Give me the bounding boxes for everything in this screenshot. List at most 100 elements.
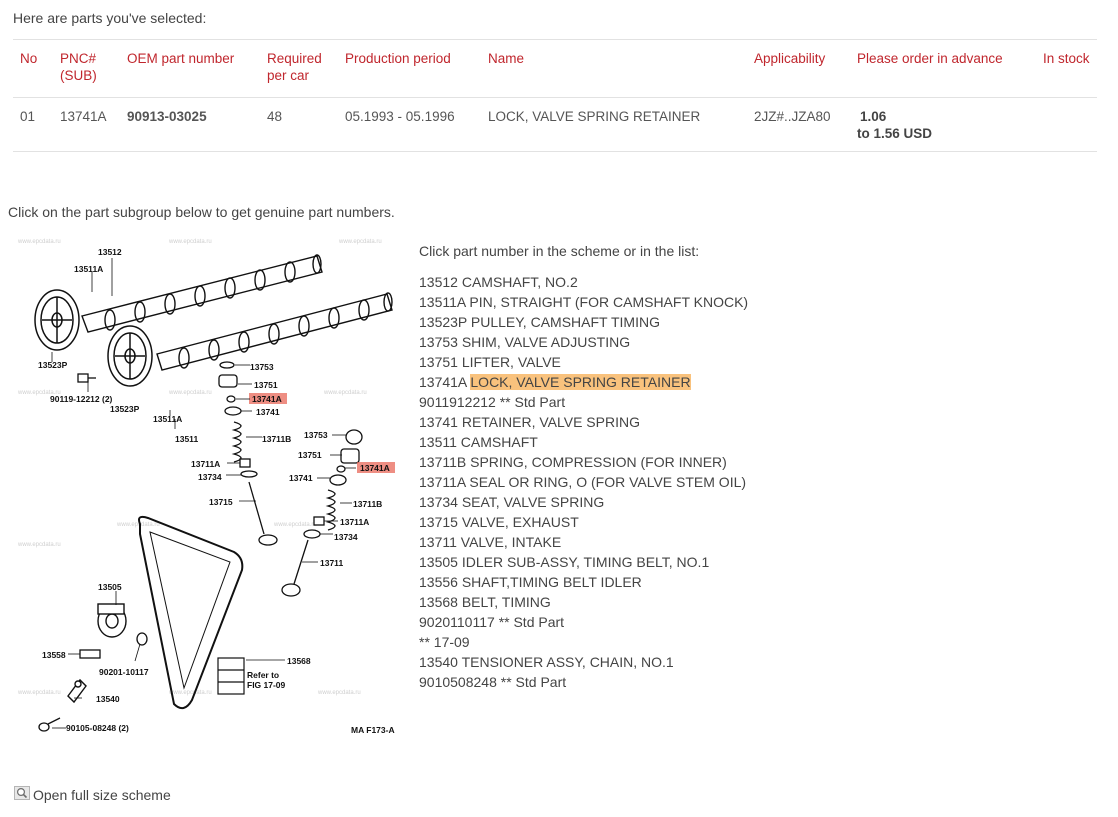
- svg-text:www.epcdata.ru: www.epcdata.ru: [168, 690, 212, 696]
- scheme-highlight-13741A-b: [357, 462, 395, 473]
- list-item[interactable]: 13511 CAMSHAFT: [419, 432, 748, 452]
- cell-in-stock: [1036, 97, 1097, 152]
- tensioner-bolt[interactable]: [38, 717, 61, 732]
- svg-text:13711A: 13711A: [340, 517, 369, 527]
- svg-text:www.epcdata.ru: www.epcdata.ru: [323, 390, 367, 396]
- list-item-name[interactable]: ** Std Part: [499, 394, 566, 410]
- list-item[interactable]: 13741 RETAINER, VALVE SPRING: [419, 412, 748, 432]
- list-item-code[interactable]: 13512: [419, 274, 458, 290]
- svg-text:www.epcdata.ru: www.epcdata.ru: [116, 522, 160, 528]
- list-item-code[interactable]: 13711A: [419, 474, 466, 490]
- list-item-code[interactable]: 13734: [419, 494, 458, 510]
- svg-text:13741A: 13741A: [360, 463, 390, 473]
- list-item-name[interactable]: PIN, STRAIGHT (FOR CAMSHAFT KNOCK): [469, 294, 749, 310]
- list-item-name[interactable]: SEAT, VALVE SPRING: [461, 494, 605, 510]
- list-item[interactable]: 9020110117 ** Std Part: [419, 612, 748, 632]
- list-item[interactable]: 13556 SHAFT,TIMING BELT IDLER: [419, 572, 748, 592]
- list-item-code[interactable]: 13715: [419, 514, 458, 530]
- list-item[interactable]: 13715 VALVE, EXHAUST: [419, 512, 748, 532]
- list-item-code[interactable]: 9011912212: [419, 394, 496, 410]
- list-item-code[interactable]: 13505: [419, 554, 458, 570]
- list-item-name[interactable]: SHAFT,TIMING BELT IDLER: [461, 574, 642, 590]
- svg-text:13540: 13540: [96, 694, 120, 704]
- pulley-bolt[interactable]: [77, 373, 96, 383]
- list-item[interactable]: 9011912212 ** Std Part: [419, 392, 748, 412]
- list-item[interactable]: 13734 SEAT, VALVE SPRING: [419, 492, 748, 512]
- list-item-name[interactable]: VALVE, INTAKE: [460, 534, 562, 550]
- list-item-code[interactable]: 13711: [419, 534, 457, 550]
- list-item[interactable]: 13711B SPRING, COMPRESSION (FOR INNER): [419, 452, 748, 472]
- list-item-name[interactable]: IDLER SUB-ASSY, TIMING BELT, NO.1: [461, 554, 710, 570]
- list-item-code[interactable]: 13568: [419, 594, 458, 610]
- list-item[interactable]: 13751 LIFTER, VALVE: [419, 352, 748, 372]
- idler-assy[interactable]: [97, 603, 127, 638]
- svg-text:13505: 13505: [98, 582, 122, 592]
- list-item[interactable]: ** 17-09: [419, 632, 748, 652]
- valve-train-intake[interactable]: [281, 429, 363, 597]
- leader-lines: [51, 258, 356, 729]
- list-item-name[interactable]: TENSIONER ASSY, CHAIN, NO.1: [461, 654, 674, 670]
- svg-text:13511: 13511: [175, 434, 198, 444]
- list-item[interactable]: 13711 VALVE, INTAKE: [419, 532, 748, 552]
- svg-text:www.epcdata.ru: www.epcdata.ru: [17, 690, 61, 696]
- list-item-name[interactable]: ** Std Part: [498, 614, 565, 630]
- cell-required: 48: [260, 97, 338, 152]
- list-item-name[interactable]: ** Std Part: [500, 674, 567, 690]
- list-item-name[interactable]: LIFTER, VALVE: [461, 354, 561, 370]
- list-item-name[interactable]: SPRING, COMPRESSION (FOR INNER): [470, 454, 727, 470]
- list-item-code[interactable]: 13511: [419, 434, 457, 450]
- list-item[interactable]: 13540 TENSIONER ASSY, CHAIN, NO.1: [419, 652, 748, 672]
- camshaft-pulley-mid[interactable]: [107, 325, 153, 387]
- scheme-watermarks: www.epcdata.ru www.epcdata.ru www.epcdat…: [17, 239, 382, 696]
- list-item-code[interactable]: 9020110117: [419, 614, 495, 630]
- list-item-name[interactable]: SEAL OR RING, O (FOR VALVE STEM OIL): [469, 474, 747, 490]
- list-item-code[interactable]: 13753: [419, 334, 458, 350]
- camshaft-pulley-left[interactable]: [34, 289, 80, 351]
- list-item-name[interactable]: PULLEY, CAMSHAFT TIMING: [470, 314, 660, 330]
- list-item[interactable]: 13568 BELT, TIMING: [419, 592, 748, 612]
- list-item-code[interactable]: 13741: [419, 414, 458, 430]
- list-item-name[interactable]: CAMSHAFT, NO.2: [461, 274, 578, 290]
- list-item-name[interactable]: CAMSHAFT: [460, 434, 538, 450]
- timing-belt[interactable]: [138, 515, 244, 710]
- svg-text:90105-08248 (2): 90105-08248 (2): [66, 723, 129, 733]
- parts-list: Click part number in the scheme or in th…: [419, 241, 748, 692]
- open-full-size-scheme-label[interactable]: Open full size scheme: [33, 787, 171, 803]
- list-item-code[interactable]: 13556: [419, 574, 458, 590]
- list-item[interactable]: 13711A SEAL OR RING, O (FOR VALVE STEM O…: [419, 472, 748, 492]
- chain-tensioner[interactable]: [67, 678, 87, 704]
- list-item-code[interactable]: 13751: [419, 354, 458, 370]
- scheme-highlight-13741A-a: [249, 393, 287, 404]
- cell-oem-number[interactable]: 90913-03025: [120, 97, 260, 152]
- list-item[interactable]: 13753 SHIM, VALVE ADJUSTING: [419, 332, 748, 352]
- list-item-code[interactable]: 13523P: [419, 314, 468, 330]
- open-full-size-scheme-link[interactable]: Open full size scheme: [14, 786, 171, 803]
- list-item[interactable]: 13512 CAMSHAFT, NO.2: [419, 272, 748, 292]
- parts-scheme-diagram[interactable]: www.epcdata.ru www.epcdata.ru www.epcdat…: [12, 234, 408, 740]
- svg-text:www.epcdata.ru: www.epcdata.ru: [338, 239, 382, 245]
- magnifier-icon: [14, 786, 30, 800]
- list-item-name[interactable]: LOCK, VALVE SPRING RETAINER: [470, 374, 691, 390]
- list-item[interactable]: 13505 IDLER SUB-ASSY, TIMING BELT, NO.1: [419, 552, 748, 572]
- list-item-name[interactable]: SHIM, VALVE ADJUSTING: [461, 334, 631, 350]
- list-item[interactable]: 13511A PIN, STRAIGHT (FOR CAMSHAFT KNOCK…: [419, 292, 748, 312]
- list-item-name[interactable]: VALVE, EXHAUST: [461, 514, 579, 530]
- camshaft-no2[interactable]: [81, 254, 323, 333]
- list-item-code[interactable]: 13540: [419, 654, 458, 670]
- col-header-oem: OEM part number: [120, 39, 260, 98]
- list-item-name[interactable]: BELT, TIMING: [461, 594, 551, 610]
- list-item-code[interactable]: 13741A: [419, 374, 467, 390]
- list-item-code[interactable]: 13711B: [419, 454, 467, 470]
- scheme-labels[interactable]: 13512 13511A 13523P 90119-12212 (2) 1352…: [38, 247, 395, 735]
- camshaft[interactable]: [156, 292, 393, 371]
- list-item-name[interactable]: ** 17-09: [419, 634, 470, 650]
- list-item[interactable]: 13523P PULLEY, CAMSHAFT TIMING: [419, 312, 748, 332]
- list-item-code[interactable]: 13511A: [419, 294, 466, 310]
- svg-text:13753: 13753: [250, 362, 274, 372]
- list-item-code[interactable]: 9010508248: [419, 674, 497, 690]
- valve-train-exhaust[interactable]: [218, 361, 278, 546]
- svg-text:13741: 13741: [289, 473, 313, 483]
- list-item[interactable]: 13741A LOCK, VALVE SPRING RETAINER: [419, 372, 748, 392]
- list-item[interactable]: 9010508248 ** Std Part: [419, 672, 748, 692]
- list-item-name[interactable]: RETAINER, VALVE SPRING: [461, 414, 640, 430]
